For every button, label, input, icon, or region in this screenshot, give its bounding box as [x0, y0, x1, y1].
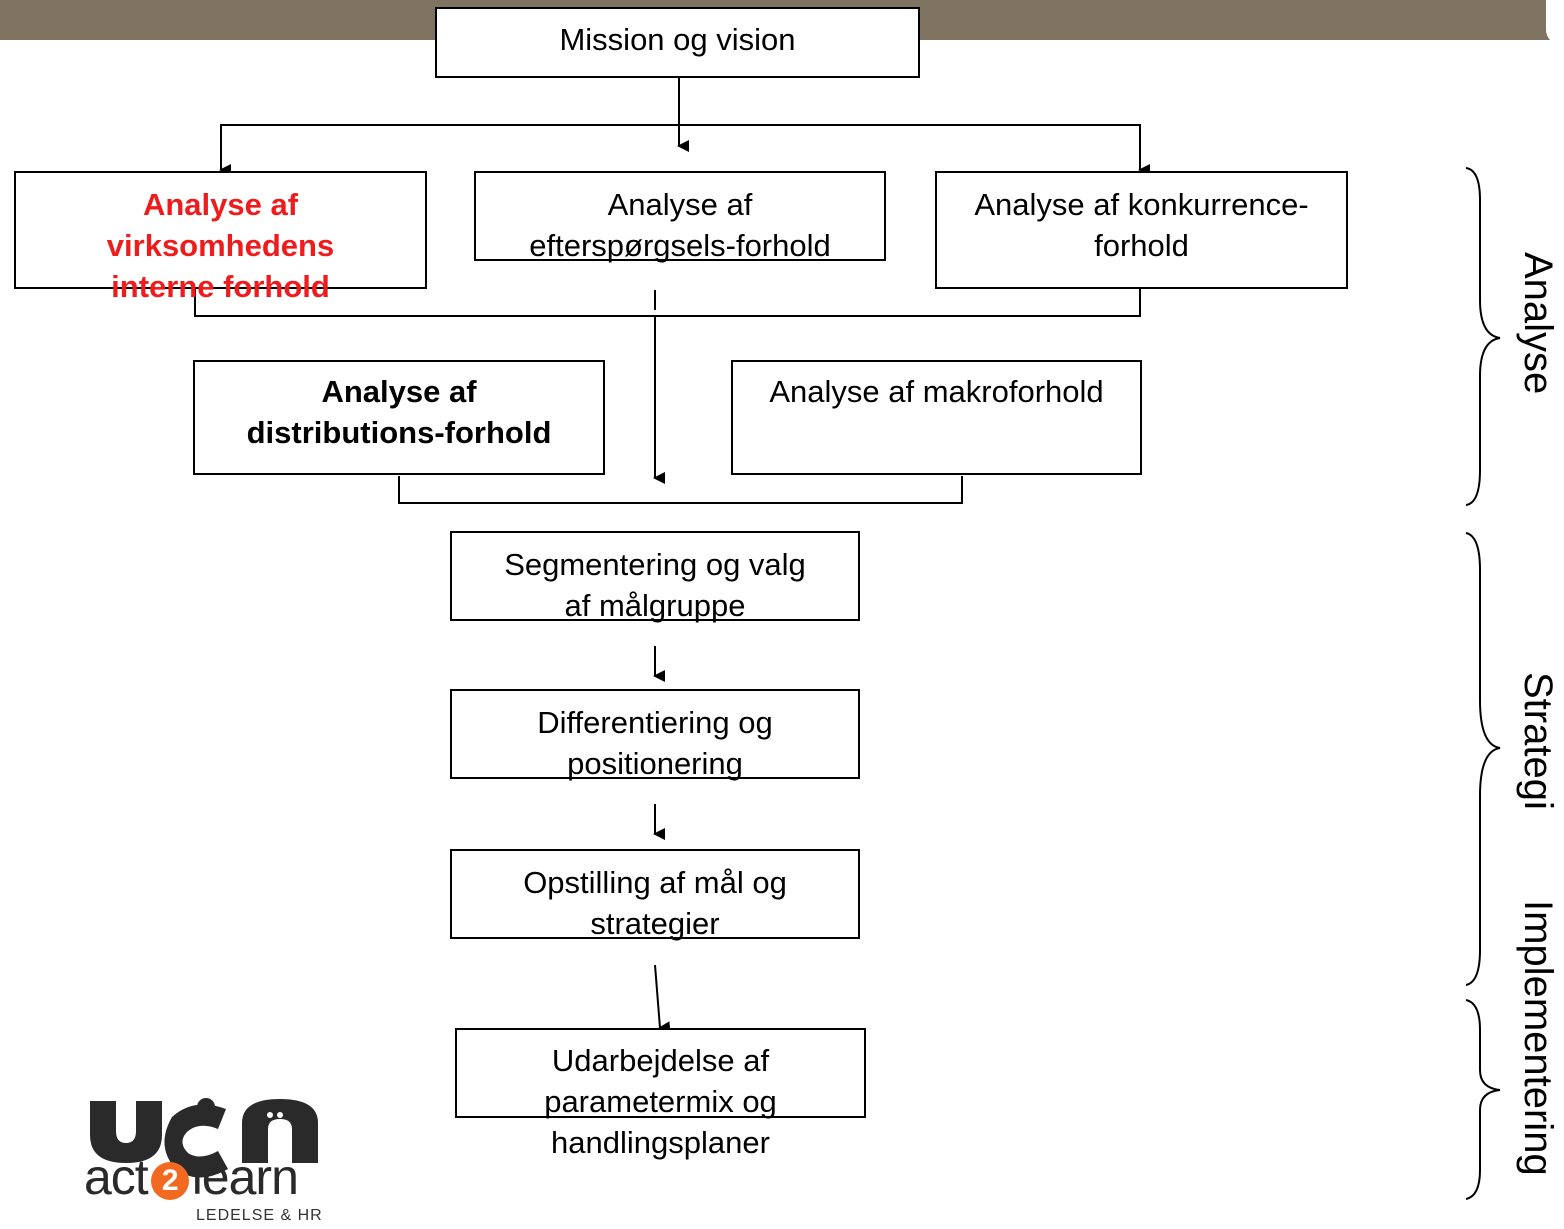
maal-box — [450, 849, 860, 939]
efterspoergsel-box — [474, 171, 886, 261]
brace-implementering — [1465, 999, 1501, 1200]
phase-implementering: Implementering — [1516, 900, 1560, 1176]
konkurrence-box — [935, 171, 1348, 289]
brace-analyse — [1465, 167, 1501, 506]
brace-strategi — [1465, 532, 1501, 986]
phase-strategi: Strategi — [1516, 672, 1560, 810]
differentiering-box — [450, 689, 860, 779]
distribution-box — [193, 360, 605, 475]
intern-box — [14, 171, 427, 289]
segmentering-box — [450, 531, 860, 621]
header-bar-corner — [1546, 0, 1564, 44]
collector-row1 — [194, 288, 1141, 317]
konkurrence-label: Analyse af konkurrence-forhold — [974, 187, 1309, 263]
makro-label: Analyse af makroforhold — [769, 374, 1104, 409]
collector-row2 — [398, 476, 963, 504]
mission-box — [435, 7, 920, 78]
logo-subtitle: LEDELSE & HR — [196, 1207, 323, 1224]
parametermix-box — [455, 1028, 866, 1118]
logo-number-badge: 2 — [150, 1162, 189, 1200]
ucn-logo — [90, 1098, 318, 1178]
phase-analyse: Analyse — [1516, 252, 1560, 395]
arrow-to-parametermix — [654, 964, 671, 1034]
mission-label: Mission og vision — [559, 22, 796, 57]
distributor-line — [220, 124, 1141, 170]
makro-box — [731, 360, 1142, 475]
